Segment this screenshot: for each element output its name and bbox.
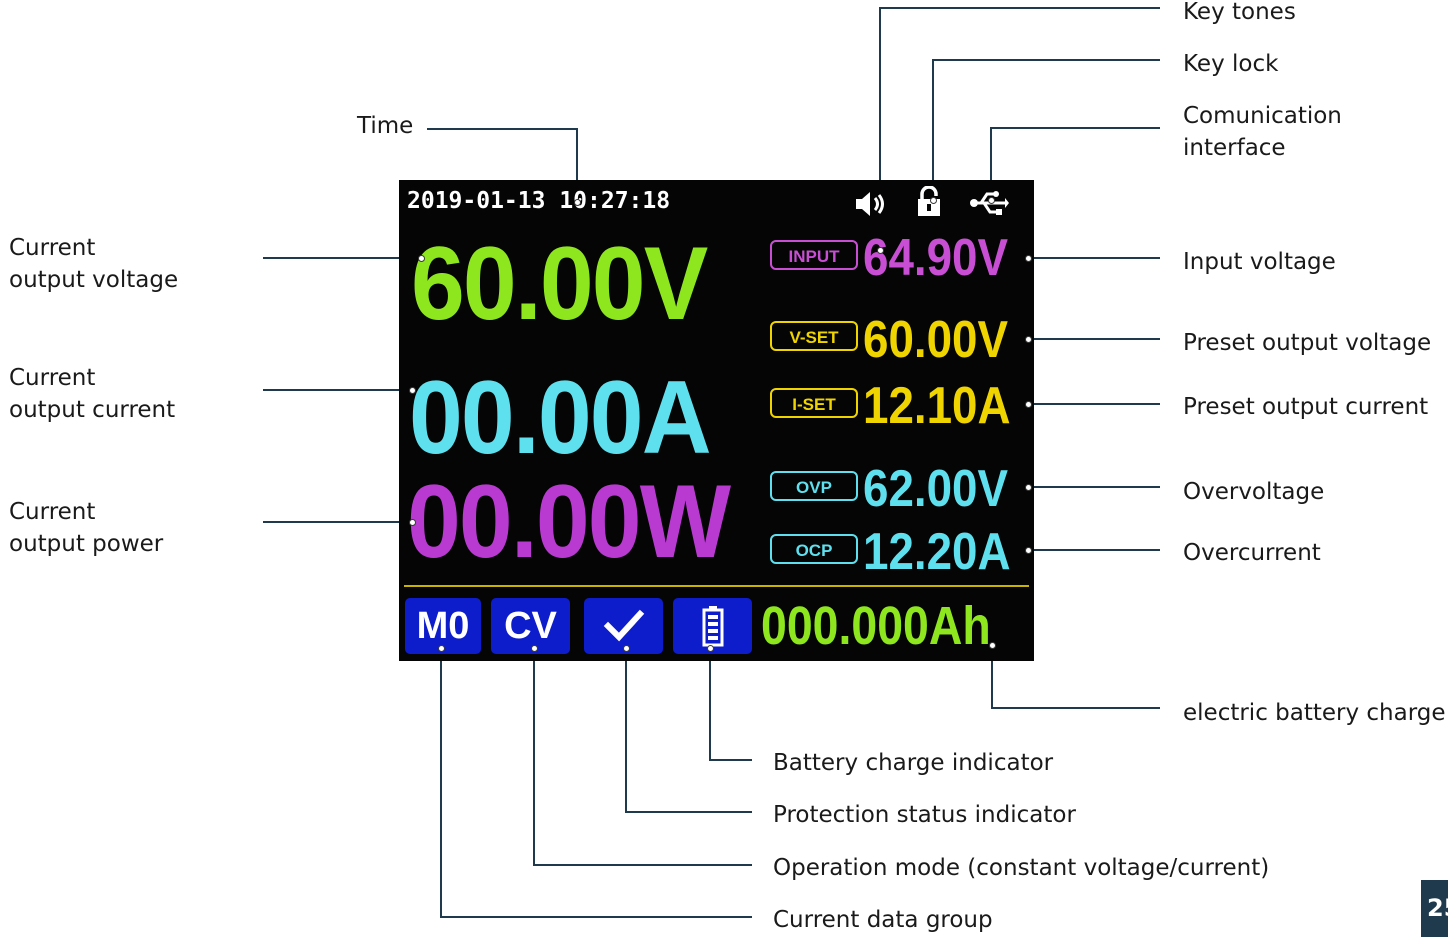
label-power-1: Current [9, 499, 96, 525]
label-battery-charge: electric battery charge [1183, 700, 1446, 726]
datetime-display: 2019-01-13 10:27:18 [407, 188, 671, 214]
ocp-dot [1025, 547, 1032, 554]
ovp-tag: OVP [770, 471, 858, 501]
key-lock-dot [930, 197, 937, 204]
lock-icon [918, 186, 940, 216]
iset-value: 12.10A [863, 377, 1011, 435]
ovp-dot [1025, 484, 1032, 491]
output-voltage-display: 60.00V [411, 226, 708, 342]
device-screen: 2019-01-13 10:27:18 60.00V 00.00A 00.00W… [399, 180, 1034, 661]
input-tag: INPUT [770, 240, 858, 270]
protection-dot [623, 645, 630, 652]
power-dot [409, 519, 416, 526]
label-battery-indicator: Battery charge indicator [773, 750, 1054, 776]
ovp-value: 62.00V [863, 460, 1009, 518]
output-power-display: 00.00W [407, 464, 731, 580]
mode-dot [531, 645, 538, 652]
label-power-2: output power [9, 531, 164, 557]
iset-tag: I-SET [770, 388, 858, 418]
vset-dot [1025, 336, 1032, 343]
label-comm-1: Comunication [1183, 103, 1342, 129]
data-group-button[interactable]: M0 [405, 598, 481, 654]
page-number: 25 [1421, 880, 1448, 937]
label-operation-mode: Operation mode (constant voltage/current… [773, 855, 1270, 881]
mode-leader [533, 648, 752, 866]
label-key-lock: Key lock [1183, 51, 1279, 77]
iset-dot [1025, 401, 1032, 408]
battery-icon [702, 606, 723, 647]
mode-button[interactable]: CV [491, 598, 570, 654]
capacity-display: 000.000Ah [761, 596, 991, 656]
group-dot [438, 645, 445, 652]
battery-leader [709, 648, 752, 761]
label-data-group: Current data group [773, 907, 993, 933]
divider-line [404, 585, 1029, 587]
label-preset-voltage: Preset output voltage [1183, 330, 1432, 356]
label-preset-current: Preset output current [1183, 394, 1429, 420]
label-protection: Protection status indicator [773, 802, 1076, 828]
label-current-1: Current [9, 365, 96, 391]
label-voltage-2: output voltage [9, 267, 179, 293]
label-time: Time [357, 113, 414, 139]
comm-leader [990, 127, 1160, 200]
label-comm-2: interface [1183, 135, 1286, 161]
label-voltage-1: Current [9, 235, 96, 261]
vset-value: 60.00V [863, 311, 1009, 369]
ocp-tag: OCP [770, 534, 858, 564]
label-current-2: output current [9, 397, 176, 423]
comm-dot [988, 197, 995, 204]
input-voltage-value: 64.90V [863, 229, 1009, 287]
label-input-voltage: Input voltage [1183, 249, 1336, 275]
key-lock-leader [932, 59, 1160, 200]
speaker-icon [856, 192, 884, 216]
time-leader [427, 128, 578, 202]
label-overcurrent: Overcurrent [1183, 540, 1321, 566]
ocp-value: 12.20A [863, 523, 1011, 581]
usb-icon [970, 191, 1009, 215]
checkmark-icon [603, 609, 644, 642]
group-leader [440, 648, 752, 918]
key-tones-leader [879, 7, 1160, 250]
output-current-display: 00.00A [409, 360, 712, 476]
battery-dot [707, 645, 714, 652]
key-tones-dot [877, 247, 884, 254]
voltage-dot [418, 255, 425, 262]
capacity-dot [989, 642, 996, 649]
protection-button[interactable] [584, 598, 663, 654]
input-dot [1025, 255, 1032, 262]
label-overvoltage: Overvoltage [1183, 479, 1325, 505]
protection-leader [625, 648, 752, 813]
capacity-leader [991, 645, 1160, 709]
time-dot [574, 199, 581, 206]
current-dot [409, 387, 416, 394]
vset-tag: V-SET [770, 321, 858, 351]
label-key-tones: Key tones [1183, 0, 1296, 25]
